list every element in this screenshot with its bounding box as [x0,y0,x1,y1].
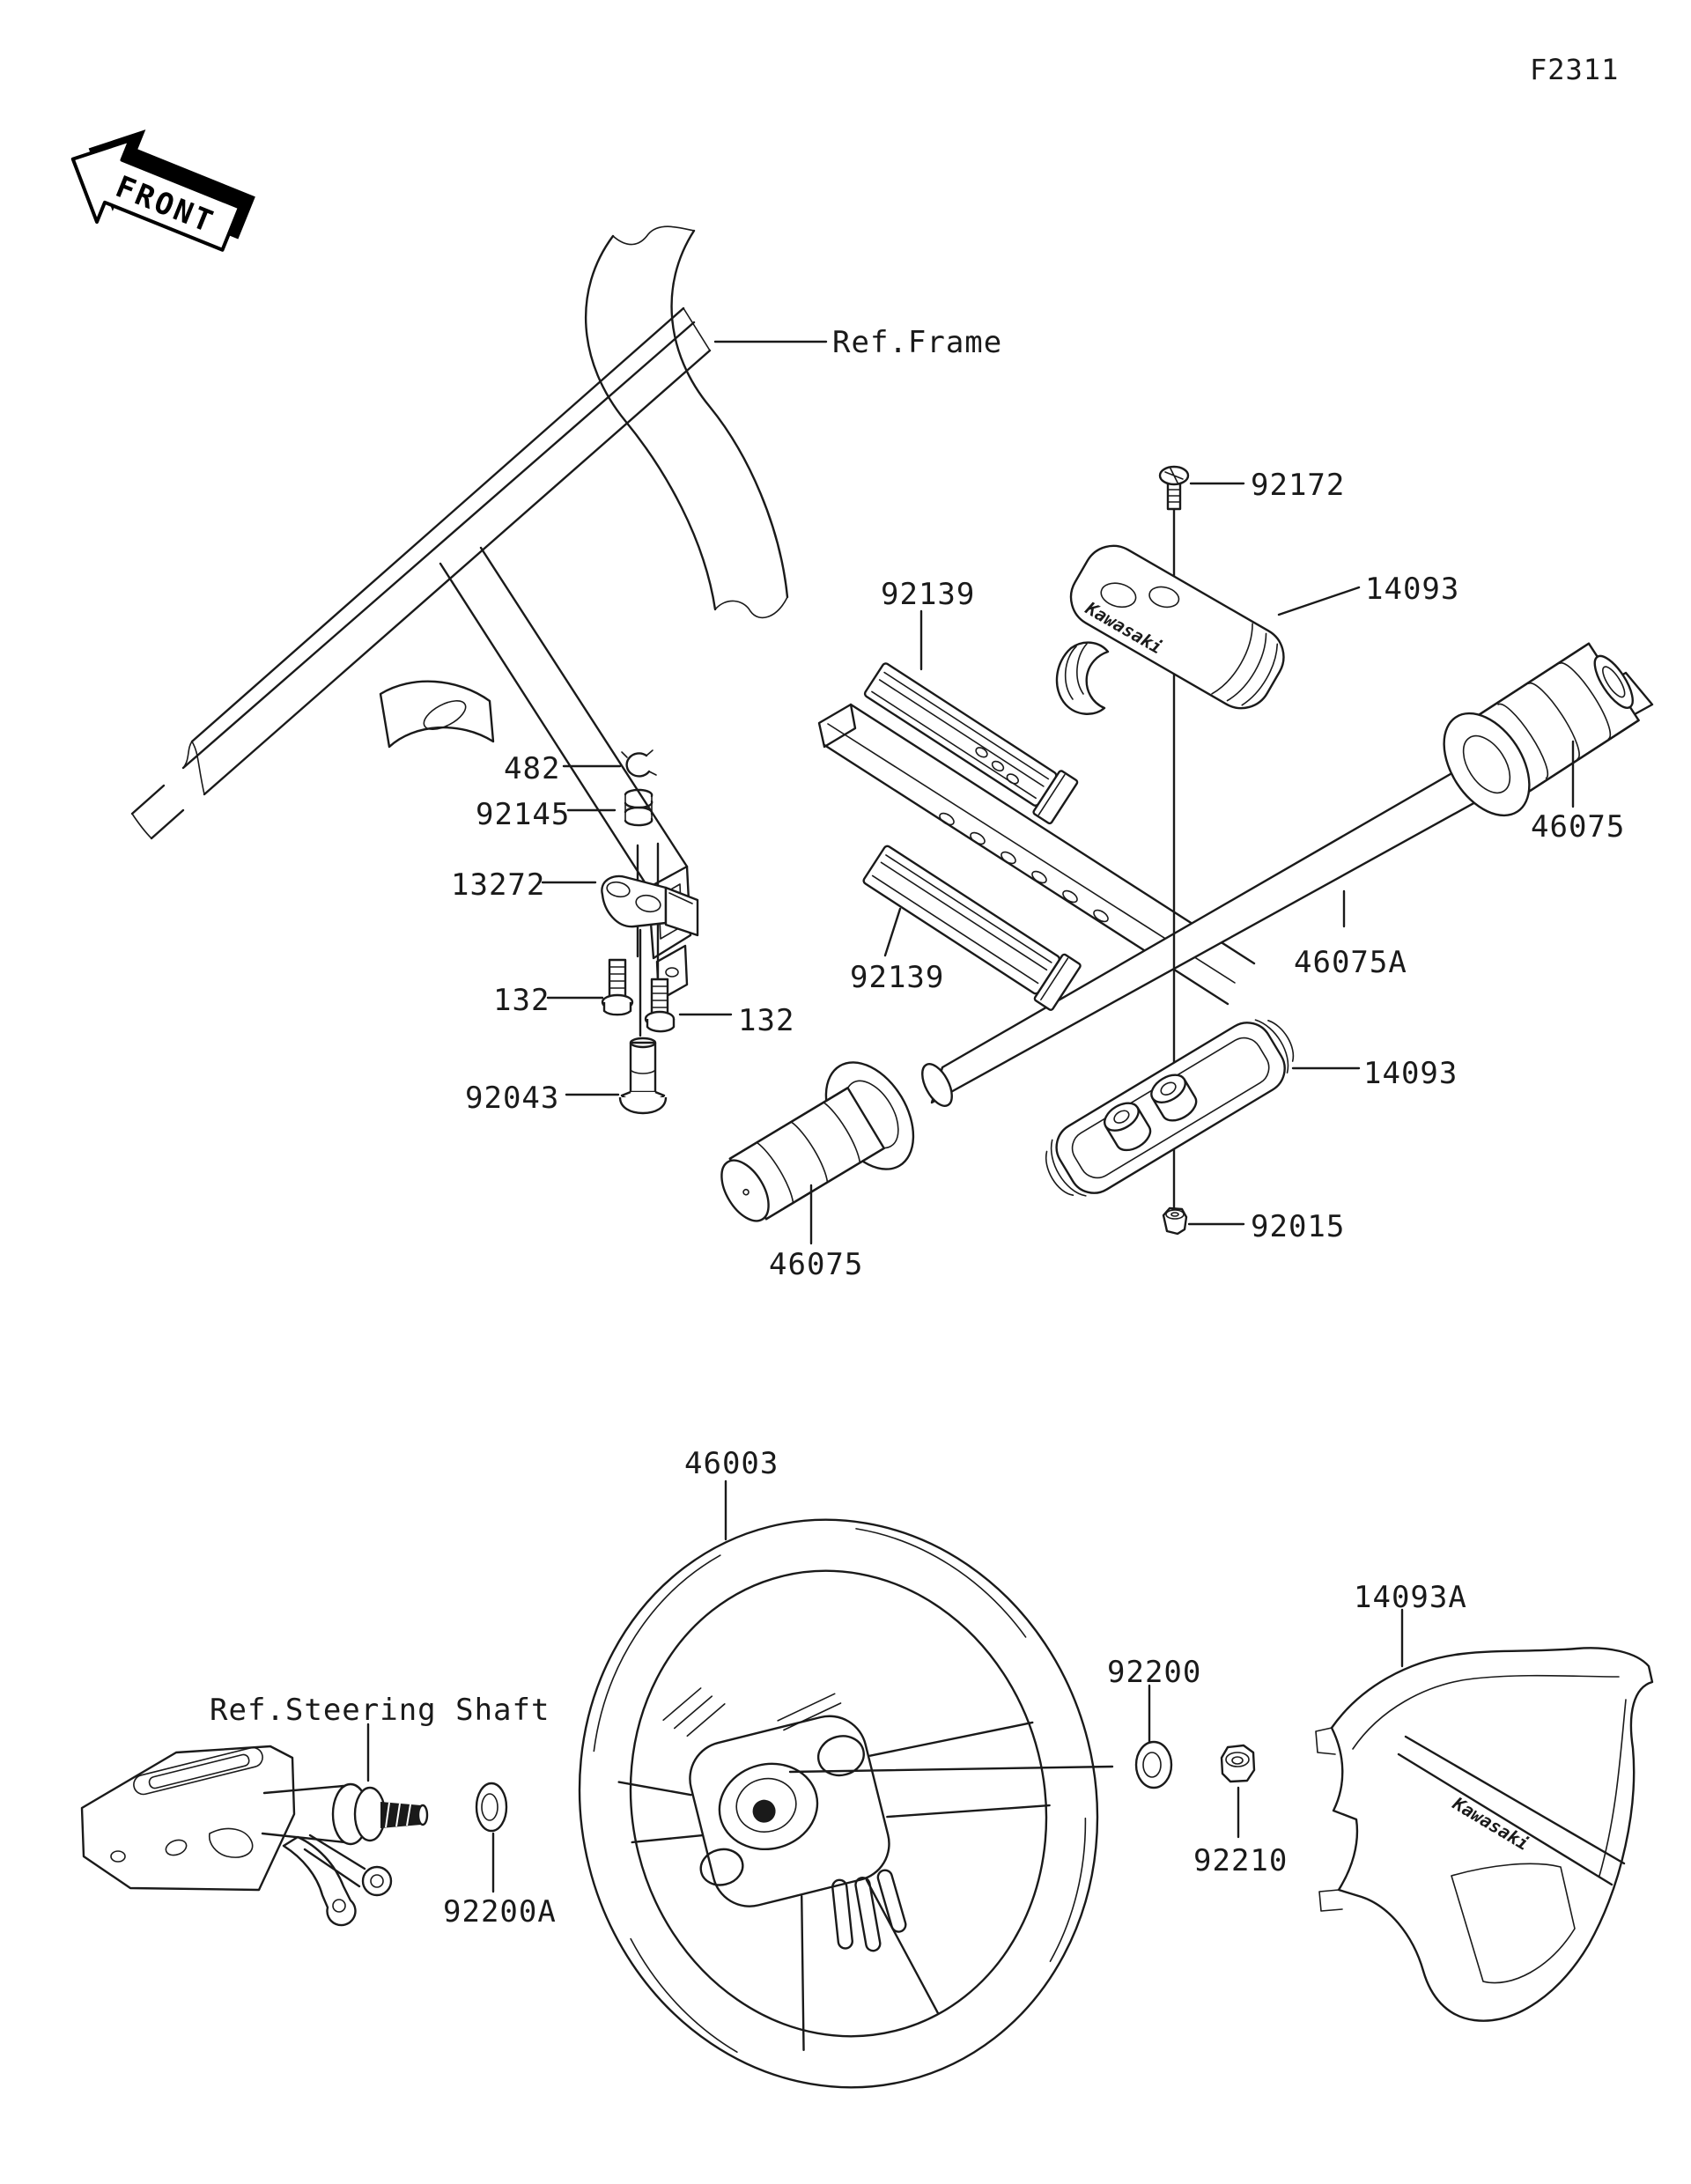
part-label-46075-left: 46075 [769,1247,863,1282]
holder-upper-drawing: Kawasaki [1055,544,1285,715]
pivot-bolt-drawing [618,1037,668,1115]
part-label-132-right: 132 [738,1003,794,1038]
part-label-92139-upper: 92139 [881,577,975,612]
grip-left-drawing [720,1061,915,1222]
washer-wheel-drawing [1134,1740,1173,1789]
part-label-92210: 92210 [1193,1843,1288,1878]
leader-lines [366,340,1575,1893]
part-label-132-left: 132 [493,983,550,1018]
steering-shaft-drawing [80,1745,429,1927]
part-label-14093-lower: 14093 [1363,1056,1458,1091]
screw-drawing [1158,465,1190,511]
page-code: F2311 [1530,53,1619,86]
part-label-46075A: 46075A [1294,945,1407,980]
rail-lower-drawing [862,845,1082,1011]
ref-steering-shaft-label: Ref.Steering Shaft [210,1693,550,1728]
rail-upper-drawing [863,662,1079,825]
part-label-46075-right: 46075 [1531,809,1625,845]
bolt-right-drawing [644,978,676,1033]
part-label-92200: 92200 [1107,1655,1201,1690]
part-label-14093-upper: 14093 [1365,572,1459,607]
ref-frame-label: Ref.Frame [832,325,1002,360]
part-label-13272: 13272 [451,867,545,903]
part-label-92139-lower: 92139 [850,960,944,995]
holder-lower-drawing [1045,1019,1295,1197]
part-label-14093A: 14093A [1354,1580,1467,1615]
grip-right-drawing [1443,642,1640,817]
nut-small-drawing [1162,1206,1188,1236]
nut-wheel-drawing [1220,1744,1256,1783]
part-label-482: 482 [504,751,560,786]
circlip-drawing [621,749,657,778]
washer-shaft-drawing [475,1782,508,1833]
part-label-92043: 92043 [465,1081,559,1116]
part-label-92015: 92015 [1251,1209,1345,1244]
wheel-cover-drawing: Kawasaki [1315,1647,1654,2022]
part-label-92200A: 92200A [443,1894,557,1929]
front-direction-icon: FRONT [70,129,255,252]
part-label-46003: 46003 [684,1446,779,1481]
part-label-92145: 92145 [476,797,570,832]
clamp-plate-drawing [601,874,699,937]
bolt-left-drawing [601,958,634,1016]
part-label-92172: 92172 [1251,468,1345,503]
steering-wheel-drawing [578,1518,1099,2089]
spring-drawing [624,788,654,827]
